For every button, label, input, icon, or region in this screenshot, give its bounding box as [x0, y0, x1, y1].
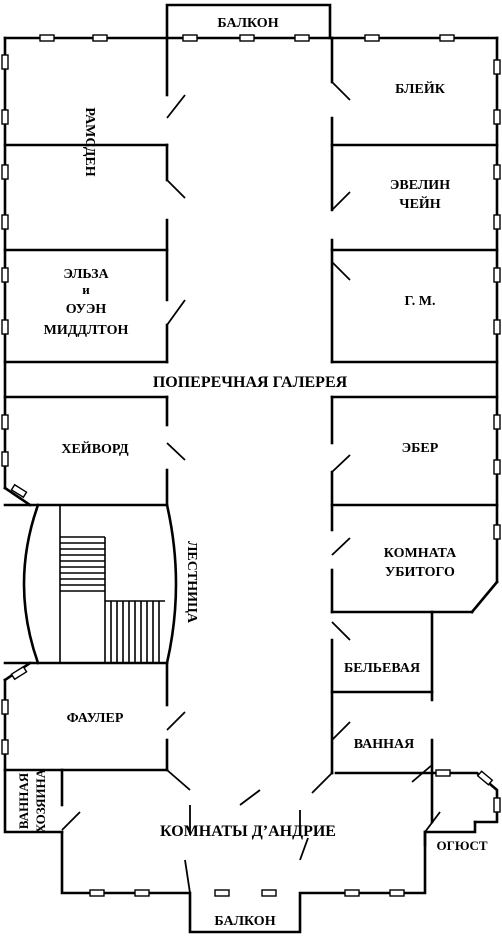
label-bathroom: ВАННАЯ: [354, 737, 415, 752]
label-fowler: ФАУЛЕР: [67, 711, 124, 726]
label-host-bath-2: ХОЗЯИНА: [33, 768, 48, 833]
label-augustus: ОГЮСТ: [436, 838, 487, 853]
label-evelyn-2: ЧЕЙН: [399, 195, 441, 212]
label-elza-3: ОУЭН: [66, 302, 107, 317]
door-bath-2: [411, 764, 433, 783]
door-hayward: [166, 442, 186, 461]
label-evelyn-1: ЭВЕЛИН: [390, 178, 450, 193]
door-linen: [331, 621, 351, 641]
interior-walls: [3, 36, 499, 847]
label-linen: БЕЛЬЕВАЯ: [344, 661, 420, 676]
door-victim: [331, 537, 351, 556]
door-balcony-left: [184, 859, 191, 894]
door-balcony-right: [299, 837, 309, 861]
label-elza-2: и: [82, 282, 90, 297]
stair-steps-upper: [60, 536, 106, 601]
left-bevel-top: [3, 486, 32, 507]
stair-steps-lower: [104, 600, 165, 663]
label-ramsden: РАМСДЕН: [82, 107, 97, 176]
right-bevel: [470, 580, 499, 614]
door-eber: [331, 454, 351, 473]
door-elza: [166, 299, 186, 326]
host-bath-outline: [3, 768, 64, 834]
door-blake: [331, 81, 351, 101]
label-hayward: ХЕЙВОРД: [61, 440, 129, 457]
door-dandrie-mid: [239, 789, 261, 806]
door-gm: [331, 261, 351, 281]
label-cross-gallery: ПОПЕРЕЧНАЯ ГАЛЕРЕЯ: [153, 374, 348, 391]
label-eber: ЭБЕР: [402, 441, 439, 456]
staircase: [22, 503, 178, 665]
label-gm: Г. М.: [404, 294, 435, 309]
dandrie-outline: [60, 820, 477, 934]
door-ramsden-1: [166, 94, 186, 119]
label-victim-2: УБИТОГО: [385, 565, 455, 580]
stair-curve-left: [22, 503, 40, 665]
balcony-top-outline: [165, 3, 332, 40]
door-bath: [331, 721, 351, 741]
doors: [61, 81, 441, 894]
door-evelyn: [331, 191, 351, 211]
door-augustus: [424, 811, 441, 833]
label-staircase: ЛЕСТНИЦА: [184, 541, 199, 624]
windows: [1, 34, 501, 897]
augustus-outline: [334, 771, 499, 824]
door-dandrie-right: [311, 772, 333, 794]
label-dandrie: КОМНАТЫ Д’АНДРИЕ: [160, 823, 336, 840]
door-dandrie-left: [166, 769, 191, 791]
door-host-bath: [61, 811, 81, 831]
label-balcony-bottom: БАЛКОН: [214, 914, 275, 929]
label-balcony-top: БАЛКОН: [217, 16, 278, 31]
door-ramsden-2: [166, 179, 186, 199]
label-blake: БЛЕЙК: [395, 80, 446, 97]
label-victim-1: КОМНАТА: [384, 546, 457, 561]
label-elza-4: МИДДЛТОН: [44, 323, 129, 338]
label-elza-1: ЭЛЬЗА: [63, 267, 109, 282]
door-fowler: [166, 711, 186, 731]
label-host-bath-1: ВАННАЯ: [16, 772, 31, 829]
stair-curve-right: [165, 503, 178, 665]
room-labels: БАЛКОН БЛЕЙК РАМСДЕН ЭВЕЛИН ЧЕЙН ЭЛЬЗА и…: [16, 16, 488, 929]
